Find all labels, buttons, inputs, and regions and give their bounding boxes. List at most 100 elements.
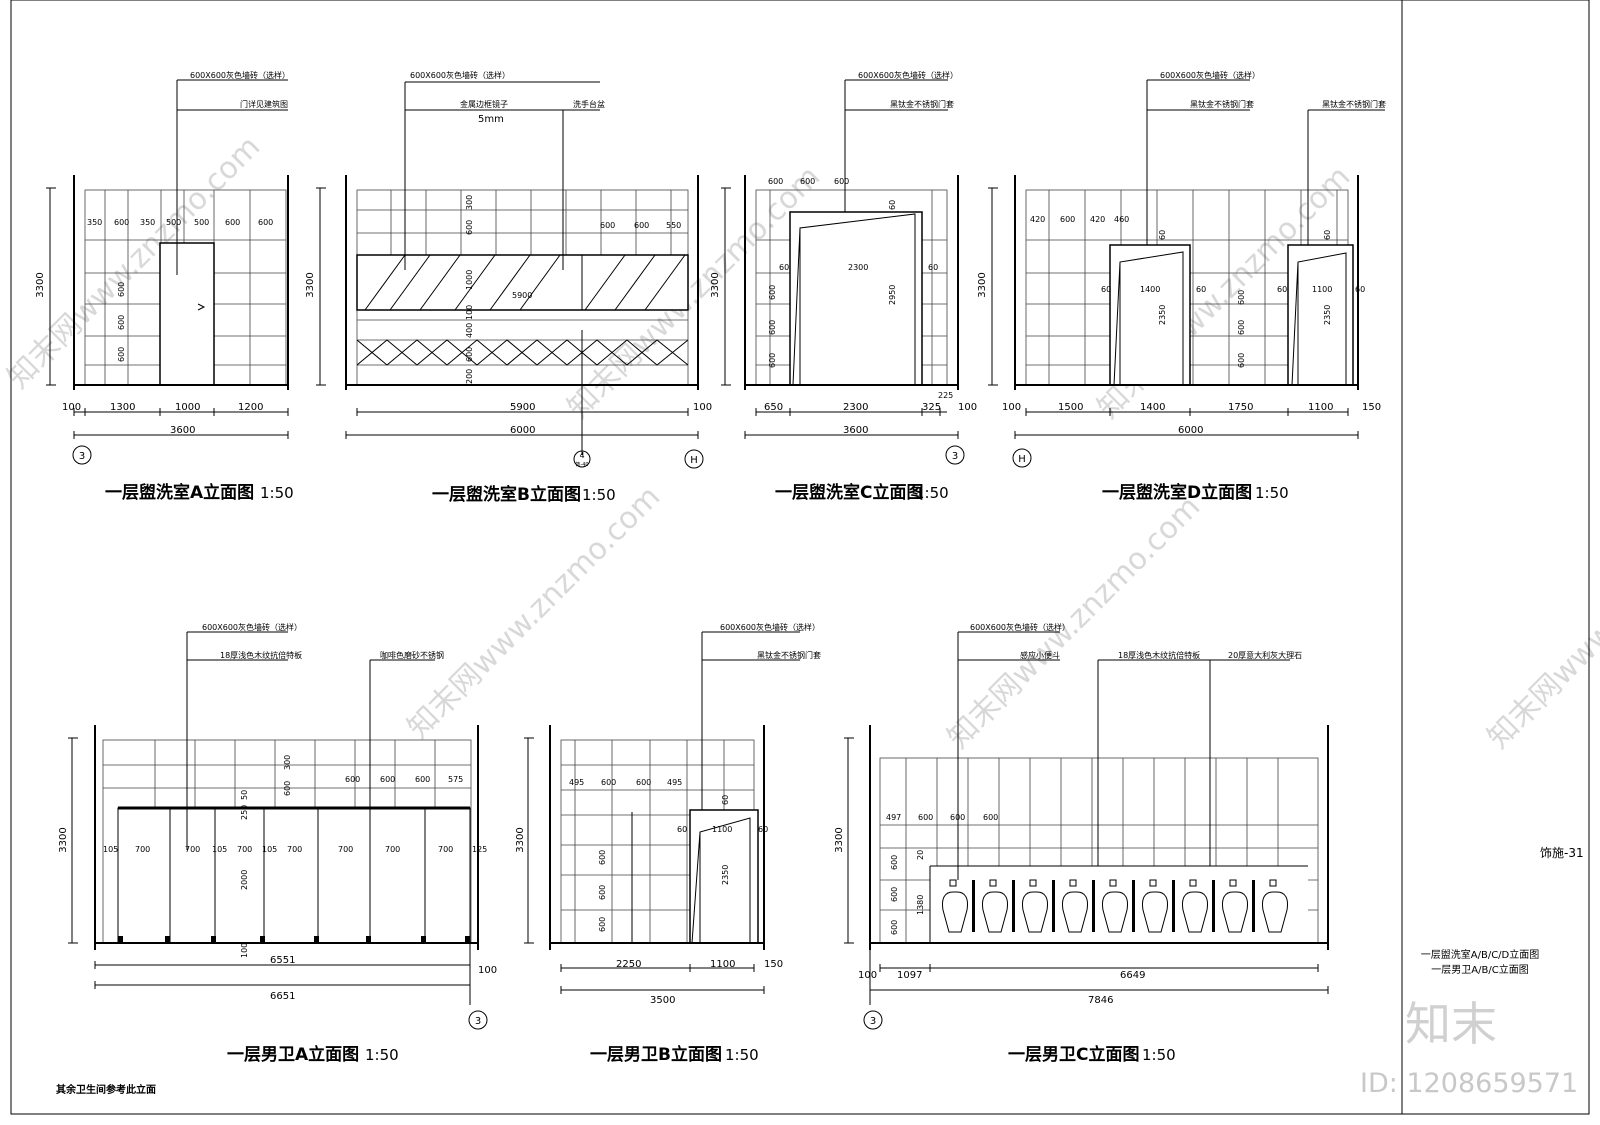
svg-text:饰-40: 饰-40 xyxy=(575,461,588,468)
svg-text:600: 600 xyxy=(890,920,899,935)
svg-text:1100: 1100 xyxy=(712,825,732,834)
svg-text:1400: 1400 xyxy=(1140,285,1160,294)
elevation-restroom-b: 600X600灰色墙砖（选样） 黑钛金不锈钢门套 3300 495 600 60… xyxy=(515,622,821,1065)
svg-text:1500: 1500 xyxy=(1058,402,1083,413)
watermark: 知末网www.znzmo.com xyxy=(1,129,267,395)
svg-text:1750: 1750 xyxy=(1228,402,1253,413)
svg-text:4: 4 xyxy=(579,451,584,460)
elevation-title: 一层盥洗室D立面图 xyxy=(1102,482,1252,503)
svg-text:3: 3 xyxy=(870,1016,876,1027)
elevation-restroom-a: 600X600灰色墙砖（选样） 18厚浅色木纹抗倍特板 咖啡色磨砂不锈钢 330… xyxy=(58,622,497,1065)
note: 感应小便斗 xyxy=(1020,650,1060,660)
svg-text:3500: 3500 xyxy=(650,995,675,1006)
svg-text:495: 495 xyxy=(569,778,584,787)
svg-text:60: 60 xyxy=(1277,285,1287,294)
svg-text:600: 600 xyxy=(598,850,607,865)
svg-text:100: 100 xyxy=(62,402,81,413)
svg-text:600: 600 xyxy=(117,347,126,362)
note: 黑钛金不锈钢门套 xyxy=(757,650,821,660)
svg-text:150: 150 xyxy=(1362,402,1381,413)
note: 600X600灰色墙砖（选样） xyxy=(1160,70,1260,80)
svg-text:600: 600 xyxy=(225,218,240,227)
svg-text:2000: 2000 xyxy=(240,870,249,890)
note: 5mm xyxy=(478,114,504,125)
svg-text:H: H xyxy=(1018,454,1026,465)
elevation-scale: 1:50 xyxy=(365,1046,399,1064)
note: 20厚意大利灰大理石 xyxy=(1228,650,1302,660)
svg-text:350: 350 xyxy=(87,218,102,227)
svg-text:150: 150 xyxy=(764,959,783,970)
dims-top: 350 600 350 500 500 600 600 600 600 600 xyxy=(87,218,273,362)
note: 600X600灰色墙砖（选样） xyxy=(970,622,1070,632)
svg-text:600: 600 xyxy=(983,813,998,822)
svg-text:600: 600 xyxy=(598,885,607,900)
elevation-scale: 1:50 xyxy=(1255,484,1289,502)
svg-text:100: 100 xyxy=(858,970,877,981)
svg-text:600: 600 xyxy=(258,218,273,227)
svg-text:700: 700 xyxy=(338,845,353,854)
svg-text:2350: 2350 xyxy=(1158,305,1167,325)
svg-text:600: 600 xyxy=(636,778,651,787)
axis-marker xyxy=(863,1010,883,1030)
svg-text:600: 600 xyxy=(601,778,616,787)
elevation-title: 一层盥洗室C立面图 xyxy=(775,482,923,503)
note: 600X600灰色墙砖（选样） xyxy=(720,622,820,632)
svg-text:1100: 1100 xyxy=(1312,285,1332,294)
svg-text:325: 325 xyxy=(922,402,941,413)
door xyxy=(159,242,215,386)
svg-text:5900: 5900 xyxy=(512,291,532,300)
svg-text:1200: 1200 xyxy=(238,402,263,413)
svg-text:6649: 6649 xyxy=(1120,970,1145,981)
svg-text:2300: 2300 xyxy=(843,402,868,413)
bottom-note: 其余卫生间参考此立面 xyxy=(56,1083,156,1096)
svg-text:1100: 1100 xyxy=(1308,402,1333,413)
elevation-scale: 1:50 xyxy=(915,484,949,502)
note: 咖啡色磨砂不锈钢 xyxy=(380,650,444,660)
mirror xyxy=(356,254,689,311)
svg-text:3300: 3300 xyxy=(305,272,316,297)
svg-text:600: 600 xyxy=(1237,353,1246,368)
svg-text:600: 600 xyxy=(1237,290,1246,305)
note: 18厚浅色木纹抗倍特板 xyxy=(220,650,302,660)
axis-marker xyxy=(945,445,965,465)
svg-text:50: 50 xyxy=(240,790,249,800)
svg-text:100: 100 xyxy=(1002,402,1021,413)
svg-text:700: 700 xyxy=(237,845,252,854)
svg-text:700: 700 xyxy=(185,845,200,854)
door xyxy=(689,809,759,944)
svg-text:550: 550 xyxy=(666,221,681,230)
elevation-scale: 1:50 xyxy=(260,484,294,502)
svg-text:1400: 1400 xyxy=(1140,402,1165,413)
svg-text:5900: 5900 xyxy=(510,402,535,413)
svg-text:600: 600 xyxy=(415,775,430,784)
svg-text:600: 600 xyxy=(768,353,777,368)
svg-text:2300: 2300 xyxy=(848,263,868,272)
svg-text:2250: 2250 xyxy=(616,959,641,970)
svg-text:600: 600 xyxy=(890,887,899,902)
svg-text:600: 600 xyxy=(950,813,965,822)
svg-text:3600: 3600 xyxy=(170,425,195,436)
svg-text:600: 600 xyxy=(768,177,783,186)
svg-text:105: 105 xyxy=(103,845,118,854)
axis-marker xyxy=(684,449,704,469)
svg-text:600: 600 xyxy=(1060,215,1075,224)
svg-text:250: 250 xyxy=(240,805,249,820)
door xyxy=(1287,244,1354,386)
svg-text:2950: 2950 xyxy=(888,285,897,305)
svg-text:350: 350 xyxy=(140,218,155,227)
svg-text:460: 460 xyxy=(1114,215,1129,224)
svg-text:600: 600 xyxy=(465,347,474,362)
svg-text:2350: 2350 xyxy=(1323,305,1332,325)
brand-logo: 知末 xyxy=(1405,997,1497,1051)
svg-text:3300: 3300 xyxy=(977,272,988,297)
svg-text:650: 650 xyxy=(764,402,783,413)
svg-text:600: 600 xyxy=(600,221,615,230)
svg-text:200: 200 xyxy=(465,369,474,384)
elevation-title: 一层盥洗室B立面图 xyxy=(432,484,581,505)
urinal-row xyxy=(942,879,1288,933)
svg-text:600: 600 xyxy=(1237,320,1246,335)
svg-text:60: 60 xyxy=(928,263,938,272)
svg-text:1000: 1000 xyxy=(175,402,200,413)
svg-text:60: 60 xyxy=(779,263,789,272)
